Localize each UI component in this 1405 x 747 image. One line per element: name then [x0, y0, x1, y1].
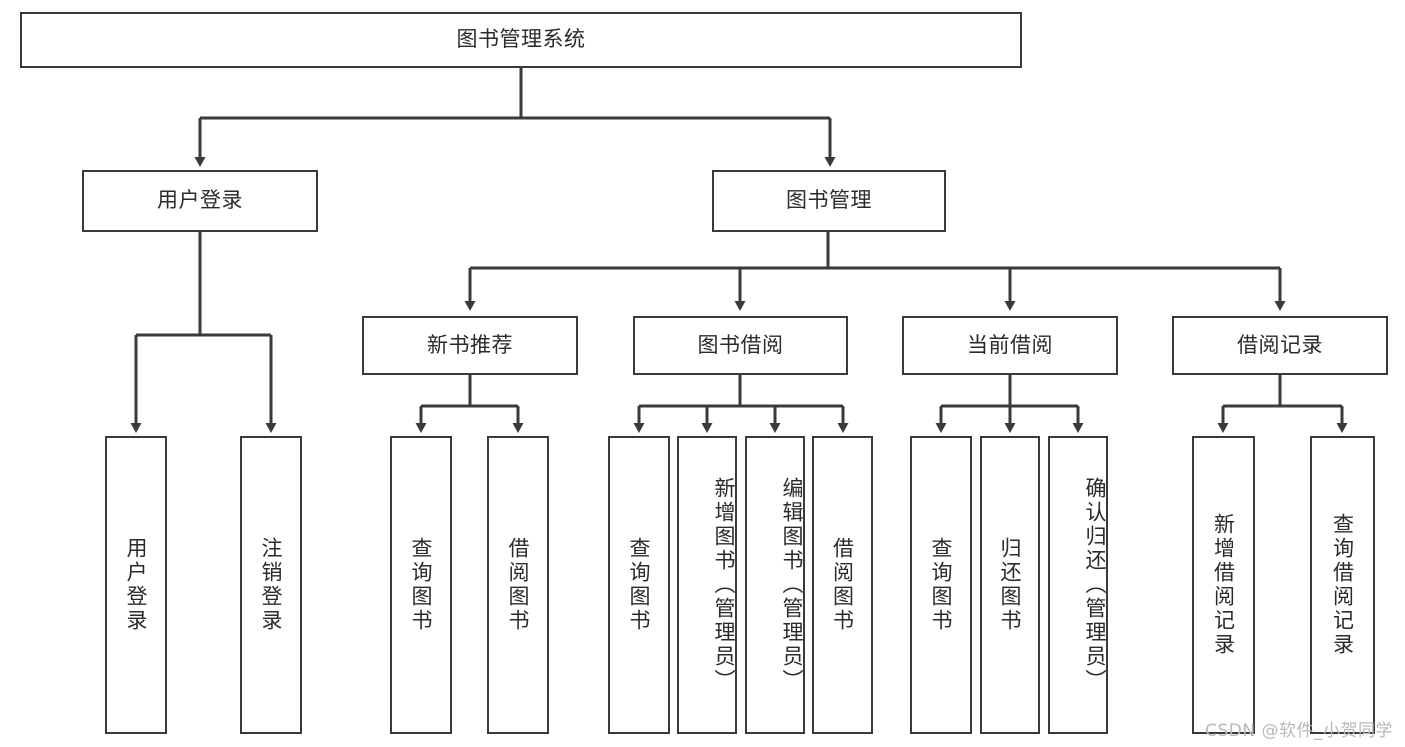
- node-user-login[interactable]: 用户登录: [82, 170, 318, 232]
- node-label: 借阅记录: [1237, 332, 1323, 357]
- leaf-book-borrow-borrow-book[interactable]: 借阅图书: [812, 436, 873, 734]
- node-label: 查询借阅记录: [1330, 513, 1355, 657]
- leaf-book-borrow-edit-book-admin[interactable]: 编辑图书（管理员）: [745, 436, 805, 734]
- leaf-current-borrow-return-book[interactable]: 归还图书: [980, 436, 1040, 734]
- node-label: 确认归还（管理员）: [1083, 477, 1107, 693]
- node-label: 图书借阅: [697, 332, 784, 357]
- node-label: 查询图书: [409, 537, 434, 633]
- node-label: 用户登录: [124, 537, 149, 633]
- node-label: 用户登录: [157, 188, 243, 213]
- leaf-current-borrow-query-book[interactable]: 查询图书: [910, 436, 972, 734]
- node-label: 注销登录: [259, 537, 284, 633]
- node-label: 借阅图书: [506, 537, 531, 633]
- node-label: 图书管理系统: [456, 27, 586, 52]
- node-label: 借阅图书: [830, 537, 855, 633]
- node-label: 当前借阅: [967, 332, 1053, 357]
- node-book-management[interactable]: 图书管理: [712, 170, 946, 232]
- leaf-new-book-borrow-book[interactable]: 借阅图书: [487, 436, 549, 734]
- leaf-borrow-record-add-record[interactable]: 新增借阅记录: [1192, 436, 1255, 734]
- node-book-borrow[interactable]: 图书借阅: [633, 316, 848, 375]
- node-label: 查询图书: [929, 537, 954, 633]
- leaf-user-login-logout[interactable]: 注销登录: [240, 436, 302, 734]
- leaf-book-borrow-query-book[interactable]: 查询图书: [608, 436, 670, 734]
- node-root-book-management-system[interactable]: 图书管理系统: [20, 12, 1022, 68]
- node-label: 新增图书（管理员）: [712, 477, 736, 693]
- node-borrow-record[interactable]: 借阅记录: [1172, 316, 1388, 375]
- node-label: 新书推荐: [427, 332, 513, 357]
- node-label: 新增借阅记录: [1211, 513, 1236, 657]
- node-label: 编辑图书（管理员）: [780, 477, 804, 693]
- leaf-current-borrow-confirm-return-admin[interactable]: 确认归还（管理员）: [1048, 436, 1108, 734]
- node-label: 图书管理: [786, 188, 872, 213]
- leaf-user-login-login[interactable]: 用户登录: [105, 436, 167, 734]
- leaf-book-borrow-add-book-admin[interactable]: 新增图书（管理员）: [677, 436, 737, 734]
- node-new-book-recommend[interactable]: 新书推荐: [362, 316, 578, 375]
- node-label: 归还图书: [998, 537, 1023, 633]
- leaf-borrow-record-query-record[interactable]: 查询借阅记录: [1310, 436, 1375, 734]
- node-current-borrow[interactable]: 当前借阅: [902, 316, 1118, 375]
- leaf-new-book-query-book[interactable]: 查询图书: [390, 436, 452, 734]
- node-label: 查询图书: [627, 537, 652, 633]
